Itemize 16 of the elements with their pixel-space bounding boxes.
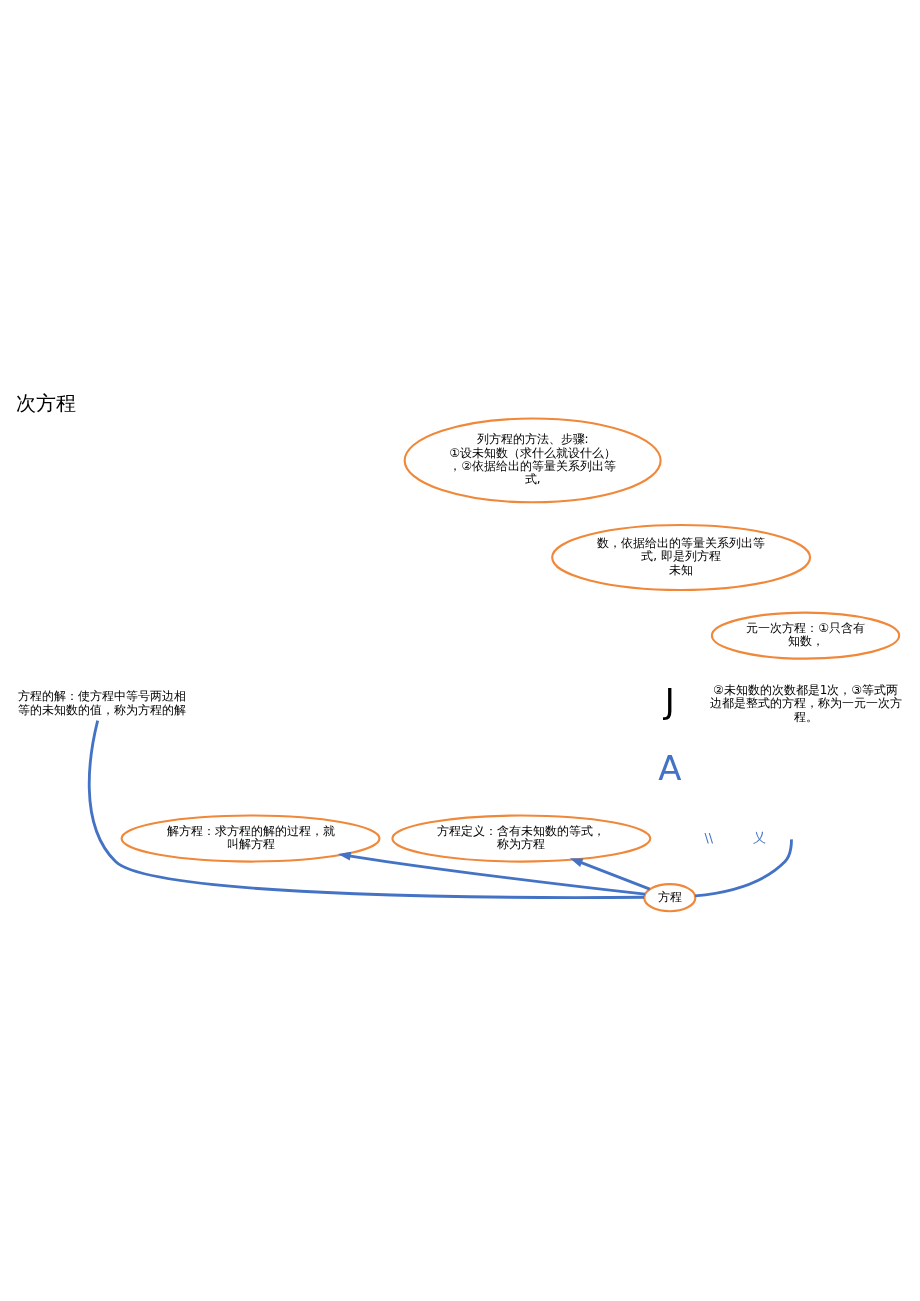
node-ellipse: 方程 [643,882,697,912]
node-ellipse: 列方程的方法、步骤: ①设未知数（求什么就设什么），②依据给出的等量关系列出等式, [403,416,662,503]
diagram-title: 次方程 [16,390,77,414]
label: J [664,681,675,721]
label: \\ [704,829,713,845]
node-ellipse: 数，依据给出的等量关系列出等式, 即是列方程 未知 [551,523,812,591]
label: 乂 [753,829,767,845]
connector [87,719,645,899]
arrow [569,857,651,890]
label: A [658,748,682,788]
node-label: ②未知数的次数都是1次，③等式两边都是整式的方程，称为一元一次方程。 [709,682,902,724]
node-ellipse: 元一次方程：①只含有 知数， [710,611,901,660]
node-text: 方程的解：使方程中等号两边相等的未知数的值，称为方程的解 [18,688,187,717]
node-ellipse: 方程定义：含有未知数的等式，称为方程 [391,814,652,863]
arrow [337,851,646,896]
connector [695,838,793,897]
